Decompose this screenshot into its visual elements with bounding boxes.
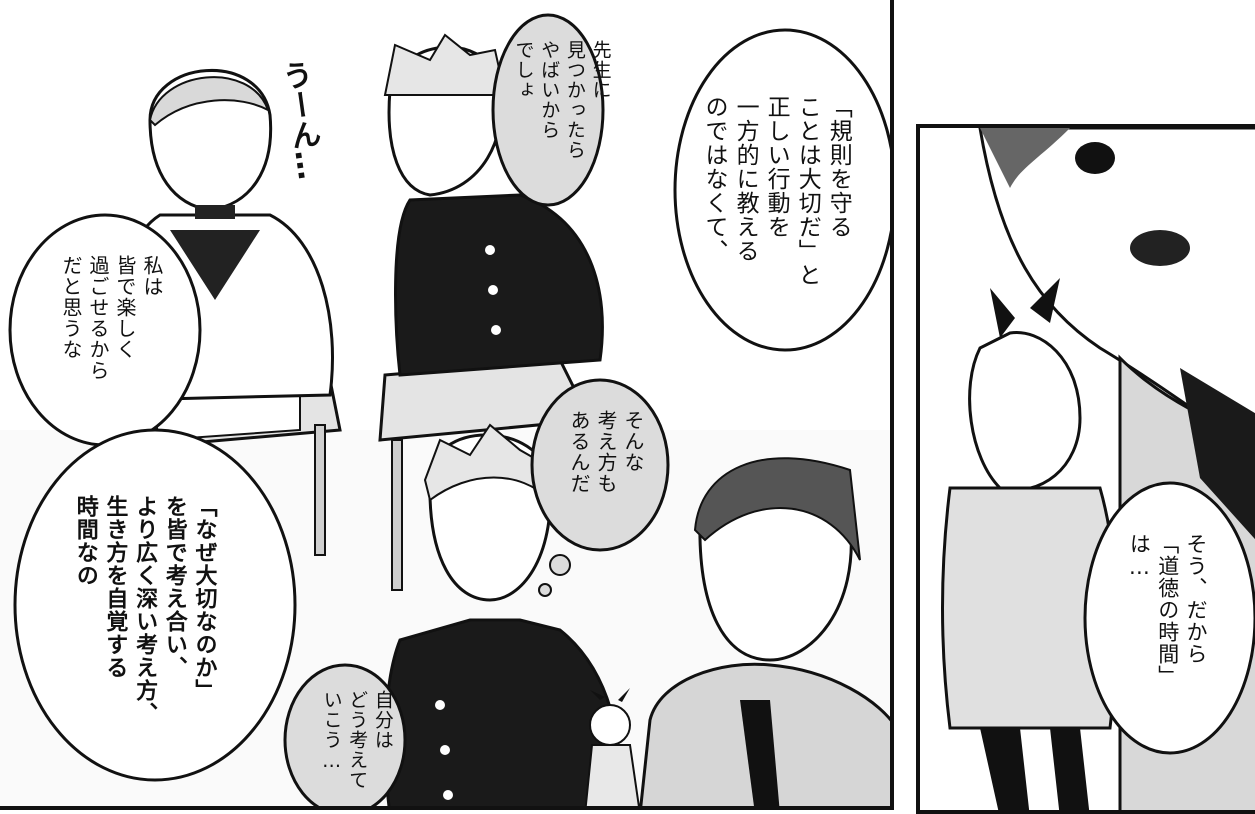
girl-with-bow [941, 278, 1119, 810]
bubble-jibun: 自分は どう考えて いこう… [320, 690, 394, 790]
closeup-illustration [941, 128, 1255, 810]
bubble-dotoku: そう、だから 「道徳の時間」 は… [1127, 533, 1209, 687]
fairy-figure [584, 688, 640, 806]
bubble-naze-shape [13, 428, 297, 782]
bubble-naze: 「なぜ大切なのか」 を皆で考え合い、 より広く深い考え方、 生き方を自覚する 時… [72, 495, 217, 725]
manga-panel-left: うーん… 先生に 見つかったら やばいから でしょ 「規則を守る ことは大切だ」… [0, 0, 894, 810]
bubble-kisoku-shape [673, 28, 890, 352]
bubble-sensei: 先生に 見つかったら やばいから でしょ [512, 40, 612, 160]
boy-blazer [639, 457, 890, 806]
bubble-sonna: そんな 考え方も あるんだ [567, 410, 645, 494]
classroom-illustration [8, 13, 890, 806]
bubble-kisoku: 「規則を守る ことは大切だ」と 正しい行動を 一方的に教える のではなくて、 [701, 95, 852, 287]
bubble-dotoku-shape [1083, 481, 1255, 755]
bubble-sensei-shape [491, 13, 605, 207]
bubble-watashi: 私は 皆で楽しく 過ごせるから だと思うな [59, 255, 164, 381]
manga-panel-right: そう、だから 「道徳の時間」 は… [916, 124, 1255, 814]
boy-gakuran-top [383, 33, 604, 377]
bubble-jibun-shape [283, 663, 407, 806]
bubble-sonna-shape [530, 378, 670, 552]
